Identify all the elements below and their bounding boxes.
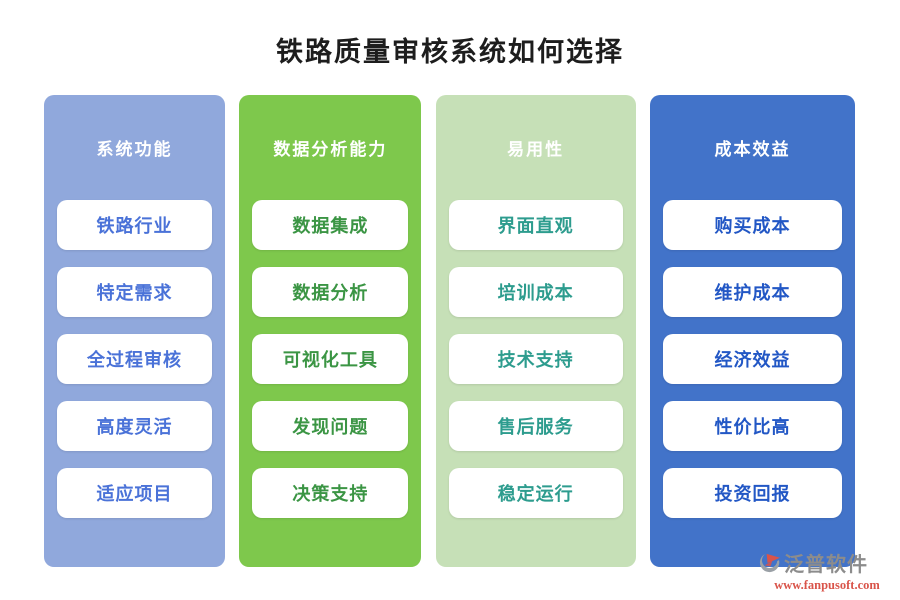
feature-card: 投资回报 — [662, 468, 842, 518]
feature-card: 稳定运行 — [448, 468, 623, 518]
column-header: 系统功能 — [96, 140, 173, 159]
feature-card: 发现问题 — [252, 401, 409, 451]
vendor-url: www.fanpusoft.com — [774, 578, 880, 592]
column-data-analysis: 数据分析能力 数据集成 数据分析 可视化工具 发现问题 决策支持 — [239, 95, 422, 567]
column-header: 数据分析能力 — [273, 140, 388, 159]
comparison-board: 系统功能 铁路行业 特定需求 全过程审核 高度灵活 适应项目 数据分析能力 数据… — [44, 95, 855, 567]
feature-card: 决策支持 — [252, 468, 409, 518]
vendor-logo: 泛普软件 www.fanpusoft.com — [758, 548, 896, 593]
feature-card: 可视化工具 — [252, 334, 409, 384]
feature-card: 数据分析 — [252, 267, 409, 317]
feature-card: 适应项目 — [57, 468, 212, 518]
feature-card: 数据集成 — [252, 200, 409, 250]
feature-card: 购买成本 — [662, 200, 842, 250]
feature-card: 性价比高 — [662, 401, 842, 451]
column-header: 易用性 — [507, 140, 565, 159]
column-header: 成本效益 — [714, 140, 791, 159]
fanpu-logo-icon — [758, 551, 781, 574]
feature-card: 铁路行业 — [57, 200, 212, 250]
feature-card: 培训成本 — [448, 267, 623, 317]
feature-card: 经济效益 — [662, 334, 842, 384]
feature-card: 全过程审核 — [57, 334, 212, 384]
feature-card: 维护成本 — [662, 267, 842, 317]
feature-card: 售后服务 — [448, 401, 623, 451]
feature-card: 界面直观 — [448, 200, 623, 250]
column-cost-benefit: 成本效益 购买成本 维护成本 经济效益 性价比高 投资回报 — [649, 95, 855, 567]
column-system-functions: 系统功能 铁路行业 特定需求 全过程审核 高度灵活 适应项目 — [44, 95, 225, 567]
feature-card: 技术支持 — [448, 334, 623, 384]
column-ease-of-use: 易用性 界面直观 培训成本 技术支持 售后服务 稳定运行 — [435, 95, 636, 567]
page-title: 铁路质量审核系统如何选择 — [276, 37, 624, 67]
vendor-name: 泛普软件 — [784, 554, 868, 576]
feature-card: 高度灵活 — [57, 401, 212, 451]
feature-card: 特定需求 — [57, 267, 212, 317]
